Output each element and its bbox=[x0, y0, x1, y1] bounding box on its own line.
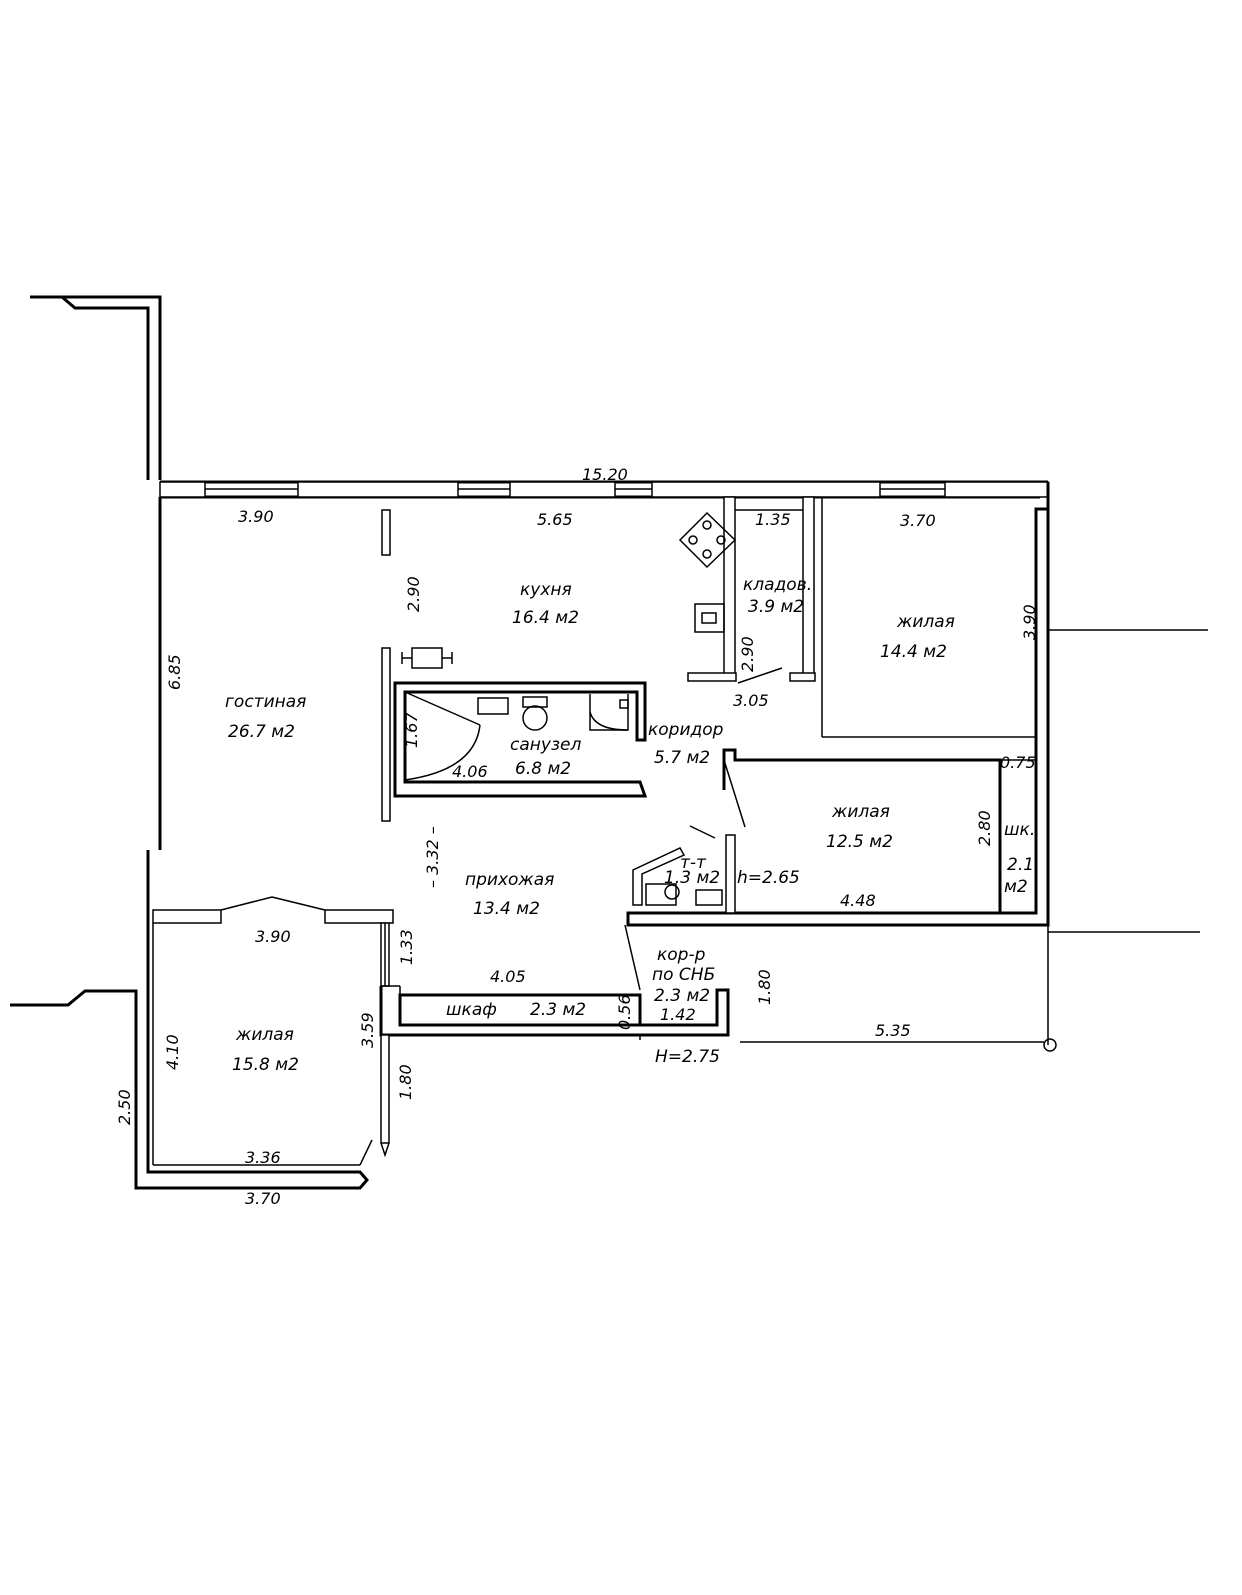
dim-1-42: 1.42 bbox=[660, 1005, 696, 1024]
label-korr-name: кор-р bbox=[657, 945, 706, 965]
room-labels: кухня 16.4 м2 кладов. 3.9 м2 жилая 14.4 … bbox=[225, 575, 1035, 1075]
dim-15-20: 15.20 bbox=[582, 465, 628, 484]
dim-3-59: 3.59 bbox=[358, 1012, 377, 1048]
dim-3-36: 3.36 bbox=[245, 1148, 281, 1167]
dim-4-10: 4.10 bbox=[163, 1034, 182, 1070]
dim-1-35: 1.35 bbox=[755, 510, 791, 529]
dimension-labels: 15.20 3.90 5.65 1.35 3.70 3.05 4.06 0.75… bbox=[238, 465, 1036, 1208]
right-wall bbox=[626, 482, 1208, 1052]
label-kladov-area: 3.9 м2 bbox=[748, 597, 804, 617]
dim-2-50: 2.50 bbox=[115, 1089, 134, 1125]
label-shk-area-num: 2.1 bbox=[1007, 855, 1034, 875]
label-prikhozhaya-name: прихожая bbox=[465, 870, 554, 890]
dim-2-90-kitchen: 2.90 bbox=[404, 576, 423, 612]
label-tt-area: 1.3 м2 bbox=[664, 868, 720, 888]
corridor-lines bbox=[689, 748, 1036, 914]
dim-0-56: 0.56 bbox=[615, 994, 634, 1030]
dim-5-35: 5.35 bbox=[875, 1021, 911, 1040]
label-zhilaya3-area: 15.8 м2 bbox=[232, 1055, 299, 1075]
label-shkaf-area: 2.3 м2 bbox=[530, 1000, 586, 1020]
dim-2-90-storage: 2.90 bbox=[738, 636, 757, 672]
label-kladov-name: кладов. bbox=[743, 575, 812, 595]
dim-3-90-right: 3.90 bbox=[1020, 604, 1039, 640]
label-zhilaya1-area: 14.4 м2 bbox=[880, 642, 947, 662]
label-zhilaya3-name: жилая bbox=[235, 1025, 294, 1045]
label-gostinaya-name: гостиная bbox=[225, 692, 306, 712]
dim-2-80: 2.80 bbox=[975, 810, 994, 846]
dimension-labels-vertical: 2.90 6.85 2.90 3.90 1.67 2.80 – 3.32 – 1… bbox=[115, 576, 1039, 1125]
dim-4-48: 4.48 bbox=[840, 891, 876, 910]
label-gostinaya-area: 26.7 м2 bbox=[228, 722, 295, 742]
dim-4-05: 4.05 bbox=[490, 967, 526, 986]
dim-3-70-top: 3.70 bbox=[900, 511, 936, 530]
label-h-inner: h=2.65 bbox=[737, 868, 800, 888]
dim-4-06: 4.06 bbox=[452, 762, 488, 781]
dim-3-32: – 3.32 – bbox=[423, 826, 442, 888]
lower-bedroom-walls bbox=[134, 923, 390, 1190]
dim-3-70-bottom: 3.70 bbox=[245, 1189, 281, 1208]
building-exterior-wall bbox=[10, 295, 162, 1007]
bathroom-walls bbox=[393, 681, 648, 798]
label-shkaf-name: шкаф bbox=[446, 1000, 497, 1020]
hall-walls bbox=[152, 896, 641, 991]
dim-5-65: 5.65 bbox=[537, 510, 573, 529]
label-sanuzel-name: санузел bbox=[510, 735, 581, 755]
stove-icon bbox=[678, 511, 737, 569]
label-korr-sub: по СНБ bbox=[652, 965, 715, 985]
label-zhilaya1-name: жилая bbox=[896, 612, 955, 632]
heater-icon bbox=[401, 647, 453, 669]
dim-3-05: 3.05 bbox=[733, 691, 769, 710]
label-shk-name: шк. bbox=[1004, 820, 1035, 840]
closet-block bbox=[379, 985, 730, 1040]
dim-1-67: 1.67 bbox=[402, 712, 421, 748]
dim-1-80-right: 1.80 bbox=[755, 969, 774, 1005]
top-wall bbox=[159, 480, 1049, 499]
label-shk-area-unit: м2 bbox=[1004, 877, 1028, 897]
sink-icon bbox=[694, 603, 725, 633]
dim-6-85: 6.85 bbox=[165, 654, 184, 690]
dim-3-90-mid: 3.90 bbox=[255, 927, 291, 946]
label-sanuzel-area: 6.8 м2 bbox=[515, 759, 571, 779]
label-prikhozhaya-area: 13.4 м2 bbox=[473, 899, 540, 919]
label-koridor-name: коридор bbox=[648, 720, 724, 740]
label-zhilaya2-name: жилая bbox=[831, 802, 890, 822]
dim-1-33: 1.33 bbox=[397, 929, 416, 965]
kitchen-partitions bbox=[381, 496, 1036, 822]
dim-0-75: 0.75 bbox=[1000, 753, 1036, 772]
label-h-main: H=2.75 bbox=[655, 1047, 720, 1067]
label-koridor-area: 5.7 м2 bbox=[654, 748, 710, 768]
toilet-room bbox=[632, 847, 723, 906]
label-tt-name: т-т bbox=[680, 853, 707, 873]
label-kukhnya-area: 16.4 м2 bbox=[512, 608, 579, 628]
label-zhilaya2-area: 12.5 м2 bbox=[826, 832, 893, 852]
label-kukhnya-name: кухня bbox=[520, 580, 572, 600]
label-korr-area: 2.3 м2 bbox=[654, 986, 710, 1006]
dim-1-80-left: 1.80 bbox=[396, 1064, 415, 1100]
dim-3-90-top: 3.90 bbox=[238, 507, 274, 526]
